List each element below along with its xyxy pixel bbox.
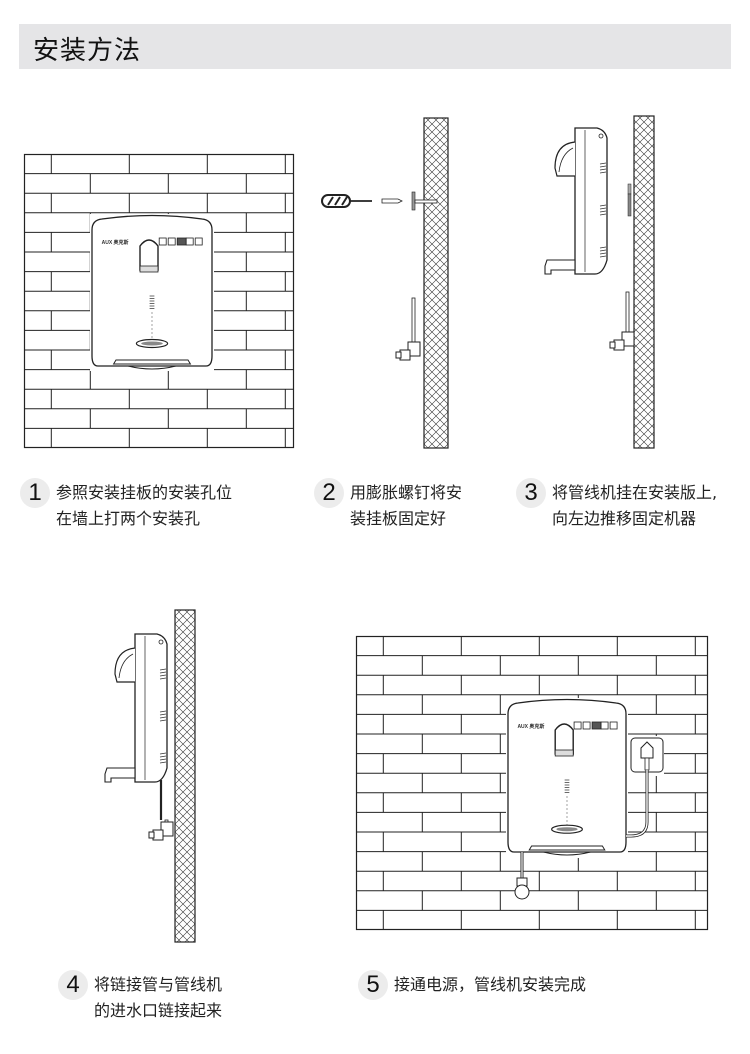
brand-logo: AUX 奥克斯 xyxy=(517,723,544,730)
step-text-line: 用膨胀螺钉将安 xyxy=(350,483,463,502)
drip-tray xyxy=(528,845,606,851)
vent-slot xyxy=(599,165,607,168)
vent-slot xyxy=(599,210,607,213)
vent-slot xyxy=(159,677,167,680)
vent-slot xyxy=(599,213,607,216)
vent-slot xyxy=(599,255,607,258)
screw-icon xyxy=(381,198,403,204)
step-number-badge: 3 xyxy=(516,478,546,508)
vent-slot xyxy=(159,719,167,722)
control-button-icon xyxy=(176,237,187,246)
inlet-valve xyxy=(148,819,174,841)
control-button-icon xyxy=(158,237,167,246)
brick-wall xyxy=(355,635,709,931)
page-title: 安装方法 xyxy=(33,36,142,66)
step-text-line: 向左边推移固定机器 xyxy=(552,509,697,528)
step-2: 2 用膨胀螺钉将安 装挂板固定好 xyxy=(314,478,463,532)
nozzle-side xyxy=(114,647,136,683)
step-text-line: 装挂板固定好 xyxy=(350,509,447,528)
step-number-badge: 4 xyxy=(58,970,88,1000)
inlet-pipe xyxy=(411,297,416,343)
vent-slot xyxy=(159,716,167,719)
water-outlet-nozzle xyxy=(139,239,159,271)
vent-slot xyxy=(599,168,607,171)
mounting-plate xyxy=(627,183,632,195)
wall-cross-section xyxy=(633,115,655,449)
inlet-valve xyxy=(609,291,635,351)
vent-slot xyxy=(159,674,167,677)
step-5: 5 接通电源，管线机安装完成 xyxy=(358,970,587,1000)
vent-slot xyxy=(599,204,607,207)
step-text-line: 的进水口链接起来 xyxy=(94,1001,223,1020)
step-number-badge: 2 xyxy=(314,478,344,508)
control-button-icon xyxy=(591,721,602,730)
inlet-pipe xyxy=(625,291,630,333)
step-number-badge: 5 xyxy=(358,970,388,1000)
control-button-icon xyxy=(185,237,194,246)
vent-slot xyxy=(159,752,167,755)
drip-tray-side xyxy=(544,259,576,275)
dispenser-body xyxy=(507,698,627,853)
figure-step1-wall-front: AUX 奥克斯 xyxy=(23,153,295,449)
vent-slot xyxy=(159,713,167,716)
drip-tray-side xyxy=(104,767,136,783)
vent-slot xyxy=(599,249,607,252)
wall-cross-section xyxy=(174,609,196,943)
figure-step4-connect-pipe xyxy=(104,609,196,943)
vent-slot xyxy=(159,761,167,764)
step-text-line: 接通电源，管线机安装完成 xyxy=(394,975,587,994)
step-number-badge: 1 xyxy=(20,478,50,508)
power-outlet-icon xyxy=(630,737,664,773)
section-header: 安装方法 xyxy=(19,24,731,69)
step-1: 1 参照安装挂板的安装孔位 在墙上打两个安装孔 xyxy=(20,478,233,532)
screwdriver-icon xyxy=(321,194,372,208)
vent-slot xyxy=(159,758,167,761)
vent-slot xyxy=(599,207,607,210)
vent-slot xyxy=(599,246,607,249)
drip-tray xyxy=(112,359,192,365)
control-button-icon xyxy=(194,237,203,246)
control-button-icon xyxy=(609,721,618,730)
brick-wall xyxy=(23,153,295,449)
water-dispenser-front: AUX 奥克斯 xyxy=(91,214,213,370)
water-outlet-nozzle xyxy=(554,723,574,755)
vent-slot xyxy=(599,162,607,165)
water-dispenser-side xyxy=(104,633,168,783)
power-plug-icon xyxy=(640,741,654,759)
vent-slot xyxy=(159,755,167,758)
vent-slot xyxy=(159,671,167,674)
control-button-icon xyxy=(167,237,176,246)
dispenser-body xyxy=(91,214,213,367)
dispenser-body-side xyxy=(574,127,608,275)
water-dispenser-side xyxy=(544,127,608,275)
vent-slot xyxy=(599,171,607,174)
wall-cross-section xyxy=(423,117,449,449)
vent-slot xyxy=(599,252,607,255)
control-button-icon xyxy=(582,721,591,730)
mounting-plate xyxy=(411,191,438,211)
step-text-line: 参照安装挂板的安装孔位 xyxy=(56,483,233,502)
step-text-line: 在墙上打两个安装孔 xyxy=(56,509,201,528)
dispenser-body-side xyxy=(134,633,168,783)
vent-slot xyxy=(159,710,167,713)
step-text-line: 将管线机挂在安装版上, xyxy=(552,483,718,502)
figure-step5-power-on: AUX 奥克斯 xyxy=(355,635,709,931)
control-button-icon xyxy=(600,721,609,730)
inlet-valve xyxy=(514,877,530,900)
step-3: 3 将管线机挂在安装版上, 向左边推移固定机器 xyxy=(516,478,718,532)
brand-logo: AUX 奥克斯 xyxy=(102,239,129,246)
step-4: 4 将链接管与管线机 的进水口链接起来 xyxy=(58,970,223,1024)
vent-slot xyxy=(159,668,167,671)
nozzle-side xyxy=(554,141,576,177)
figure-step2-screw-mount xyxy=(321,117,449,449)
figure-step3-hang-unit xyxy=(544,115,655,449)
expansion-anchor xyxy=(414,199,438,204)
inlet-valve xyxy=(395,297,421,361)
control-button-icon xyxy=(573,721,582,730)
step-text-line: 将链接管与管线机 xyxy=(94,975,223,994)
water-dispenser-front: AUX 奥克斯 xyxy=(507,698,627,856)
